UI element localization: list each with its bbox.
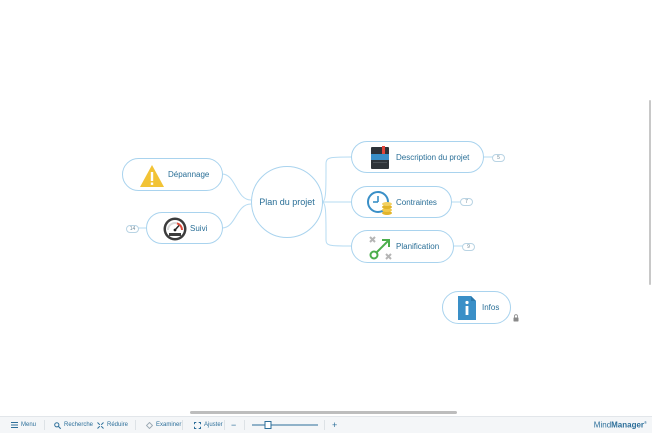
- floating-topic-infos[interactable]: Infos: [442, 291, 511, 324]
- reduce-button[interactable]: Réduire: [97, 417, 128, 433]
- topic-contraintes-label: Contraintes: [396, 197, 437, 207]
- topic-description-label: Description du projet: [396, 152, 470, 162]
- collapse-icon: [97, 421, 104, 429]
- toolbar-divider: [182, 420, 183, 430]
- subtopic-count-badge[interactable]: 14: [126, 225, 139, 233]
- toolbar-divider: [135, 420, 136, 430]
- fit-to-screen-icon: [194, 421, 201, 429]
- search-label: Recherche: [64, 422, 94, 428]
- route-icon: [369, 236, 392, 260]
- central-topic-label: Plan du projet: [259, 197, 315, 207]
- map-canvas[interactable]: Plan du projet Dépannage Suivi 14: [0, 0, 652, 414]
- subtopic-count-badge[interactable]: 7: [460, 198, 473, 206]
- connector-lines: [137, 156, 493, 247]
- zoom-out-button[interactable]: −: [231, 417, 236, 433]
- brand-logo: MindManager®: [593, 420, 647, 430]
- floating-topic-infos-label: Infos: [482, 303, 500, 312]
- info-document-icon: [458, 296, 476, 320]
- menu-label: Menu: [21, 422, 37, 428]
- bottom-toolbar: Menu Recherche Réduire Examiner Ajuster …: [0, 416, 652, 433]
- gauge-icon: [163, 217, 187, 241]
- hamburger-icon: [11, 422, 18, 428]
- examine-label: Examiner: [156, 422, 182, 428]
- topic-suivi-label: Suivi: [190, 223, 208, 233]
- zoom-in-button[interactable]: +: [332, 417, 337, 433]
- search-icon: [54, 421, 61, 429]
- topic-contraintes[interactable]: Contraintes: [351, 186, 452, 218]
- toolbar-divider: [324, 420, 325, 430]
- central-topic[interactable]: Plan du projet: [251, 166, 323, 238]
- toolbar-divider: [224, 420, 225, 430]
- search-button[interactable]: Recherche: [54, 417, 93, 433]
- topic-suivi[interactable]: Suivi: [146, 212, 223, 244]
- vertical-scrollbar[interactable]: [649, 100, 651, 285]
- clock-coins-icon: [367, 191, 392, 215]
- menu-button[interactable]: Menu: [11, 417, 36, 433]
- toolbar-divider: [244, 420, 245, 430]
- topic-depannage[interactable]: Dépannage: [122, 158, 223, 191]
- examine-icon: [146, 421, 153, 429]
- horizontal-scrollbar[interactable]: [190, 411, 457, 414]
- topic-planification-label: Planification: [396, 242, 440, 251]
- fit-button[interactable]: Ajuster: [194, 417, 223, 433]
- zoom-in-label: +: [332, 420, 338, 430]
- subtopic-count-badge[interactable]: 9: [462, 243, 475, 251]
- lock-icon[interactable]: [513, 314, 519, 322]
- topic-depannage-label: Dépannage: [168, 170, 210, 179]
- examine-button[interactable]: Examiner: [146, 417, 181, 433]
- zoom-out-label: −: [231, 420, 237, 430]
- warning-icon: [140, 165, 164, 187]
- zoom-slider[interactable]: [250, 417, 320, 433]
- topic-planification[interactable]: Planification: [351, 230, 454, 263]
- reduce-label: Réduire: [107, 422, 129, 428]
- fit-label: Ajuster: [204, 422, 223, 428]
- notebook-icon: [371, 146, 389, 169]
- toolbar-divider: [44, 420, 45, 430]
- subtopic-count-badge[interactable]: 5: [492, 154, 505, 162]
- topic-description[interactable]: Description du projet: [351, 141, 484, 173]
